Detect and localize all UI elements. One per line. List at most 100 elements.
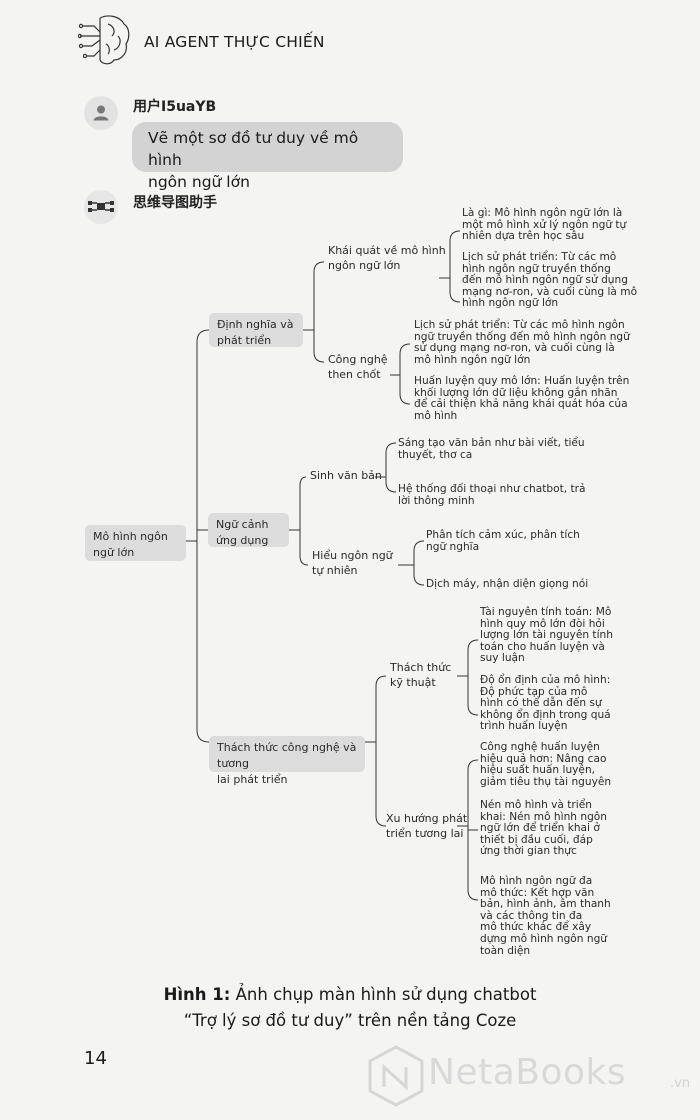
leaf-node[interactable]: Độ ổn định của mô hình: Độ phức tạp của … bbox=[480, 674, 611, 733]
leaf-text-line: Lịch sử phát triển: Từ các mô hình ngôn bbox=[414, 319, 625, 331]
leaf-node[interactable]: Phân tích cảm xúc, phân tích ngữ nghĩa bbox=[426, 529, 580, 553]
user-avatar[interactable] bbox=[84, 96, 118, 130]
bot-avatar[interactable] bbox=[84, 190, 118, 224]
leaf-text-line: Nén mô hình và triển bbox=[480, 799, 592, 811]
leaf-text-line: sử dụng mạng nơ-ron, và cuối cùng là bbox=[414, 342, 615, 355]
leaf-text-line: Sáng tạo văn bản như bài viết, tiểu bbox=[398, 437, 585, 449]
leaf-text-line: hình quy mô lớn đòi hỏi bbox=[480, 617, 605, 630]
user-message-line: Vẽ một sơ đồ tư duy về mô hình bbox=[148, 129, 359, 169]
leaf-text-line: mạng nơ-ron, và cuối cùng là mô bbox=[462, 285, 638, 298]
leaf-text-line: và các thông tin đa bbox=[480, 909, 583, 922]
leaf-text-line: đến mô hình ngôn ngữ sử dụng bbox=[462, 274, 628, 287]
user-message-bubble: Vẽ một sơ đồ tư duy về mô hình ngôn ngữ … bbox=[132, 122, 403, 191]
mindmap-root-node[interactable]: Mô hình ngôn ngữ lớn bbox=[85, 525, 186, 561]
subtopic-text-generation[interactable]: Sinh văn bản bbox=[310, 468, 382, 483]
leaf-text-line: ngữ lớn để triển khai ở bbox=[480, 822, 600, 835]
leaf-text-line: ngữ nghĩa bbox=[426, 540, 480, 553]
subtopic-label-line: Khái quát về mô hình bbox=[328, 244, 446, 257]
leaf-text-line: Công nghệ huấn luyện bbox=[480, 741, 600, 753]
root-label-line: Mô hình ngôn bbox=[93, 530, 168, 543]
leaf-text-line: ứng thời gian thực bbox=[480, 845, 577, 858]
branch-label-line: Ngữ cảnh bbox=[216, 518, 269, 531]
leaf-node[interactable]: Huấn luyện quy mô lớn: Huấn luyện trên k… bbox=[414, 375, 630, 422]
leaf-text-line: giảm tiêu thụ tài nguyên bbox=[480, 775, 612, 788]
leaf-text-line: mô thức: Kết hợp văn bbox=[480, 886, 595, 899]
page-header-title: AI AGENT THỰC CHIẾN bbox=[144, 33, 325, 51]
leaf-text-line: hình ngôn ngữ lớn bbox=[462, 297, 559, 310]
netabooks-logo-icon bbox=[368, 1045, 424, 1107]
branch-application-node[interactable]: Ngữ cảnh ứng dụng bbox=[208, 513, 289, 547]
leaf-node[interactable]: Công nghệ huấn luyện hiệu quả hơn: Nâng … bbox=[480, 741, 612, 788]
bot-name: 思维导图助手 bbox=[133, 195, 217, 211]
leaf-text-line: khối lượng lớn dữ liệu không gắn nhãn bbox=[414, 386, 618, 399]
subtopic-label-line: triển tương lai bbox=[386, 827, 464, 840]
leaf-text-line: Phân tích cảm xúc, phân tích bbox=[426, 529, 580, 541]
watermark-suffix: .vn bbox=[670, 1076, 691, 1091]
leaf-node[interactable]: Lịch sử phát triển: Từ các mô hình ngôn … bbox=[462, 251, 638, 310]
leaf-text-line: hình ngôn ngữ truyền thống bbox=[462, 262, 611, 275]
leaf-node[interactable]: Nén mô hình và triển khai: Nén mô hình n… bbox=[480, 799, 608, 858]
leaf-node[interactable]: Dịch máy, nhận diện giọng nói bbox=[426, 578, 589, 591]
subtopic-label-line: ngôn ngữ lớn bbox=[328, 259, 401, 272]
subtopic-label-line: tự nhiên bbox=[312, 564, 358, 577]
leaf-node[interactable]: Hệ thống đối thoại như chatbot, trả lời … bbox=[398, 483, 586, 507]
caption-line-1: Hình 1: Ảnh chụp màn hình sử dụng chatbo… bbox=[0, 982, 700, 1008]
subtopic-future-trends[interactable]: Xu hướng phát triển tương lai bbox=[386, 811, 467, 841]
leaf-text-line: suy luận bbox=[480, 652, 525, 665]
subtopic-key-technology[interactable]: Công nghệ then chốt bbox=[328, 352, 388, 382]
leaf-text-line: Là gì: Mô hình ngôn ngữ lớn là bbox=[462, 207, 623, 219]
leaf-text-line: toán cho huấn luyện và bbox=[480, 640, 605, 653]
leaf-text-line: mô hình ngôn ngữ lớn bbox=[414, 353, 531, 366]
branch-label-line: Thách thức công nghệ và tương bbox=[217, 741, 357, 770]
leaf-text-line: Tài nguyên tính toán: Mô bbox=[480, 606, 612, 618]
leaf-text-line: Độ phức tạp của mô bbox=[480, 685, 588, 698]
leaf-node[interactable]: Lịch sử phát triển: Từ các mô hình ngôn … bbox=[414, 319, 630, 366]
leaf-node[interactable]: Là gì: Mô hình ngôn ngữ lớn là một mô hì… bbox=[462, 207, 627, 243]
leaf-text-line: mô hình bbox=[414, 409, 458, 422]
leaf-text-line: Hệ thống đối thoại như chatbot, trả bbox=[398, 483, 586, 495]
branch-label-line: lai phát triển bbox=[217, 773, 288, 786]
leaf-text-line: ngữ truyền thống đến mô hình ngôn ngữ bbox=[414, 330, 630, 343]
branch-label-line: ứng dụng bbox=[216, 534, 269, 547]
subtopic-label-line: kỹ thuật bbox=[390, 676, 436, 689]
leaf-text-line: Huấn luyện quy mô lớn: Huấn luyện trên bbox=[414, 375, 630, 387]
watermark-text: NetaBooks bbox=[428, 1052, 627, 1093]
leaf-text-line: dựng mô hình ngôn ngữ bbox=[480, 932, 608, 945]
leaf-text-line: Mô hình ngôn ngữ đa bbox=[480, 875, 593, 887]
robot-icon bbox=[88, 201, 114, 212]
leaf-text-line: toàn diện bbox=[480, 944, 531, 957]
caption-label: Hình 1: bbox=[163, 985, 231, 1004]
leaf-text-line: thiết bị đầu cuối, đáp bbox=[480, 833, 593, 846]
leaf-text-line: không ổn định trong quá bbox=[480, 708, 611, 721]
brain-circuit-icon bbox=[78, 15, 130, 65]
subtopic-label-line: then chốt bbox=[328, 368, 381, 381]
leaf-node[interactable]: Mô hình ngôn ngữ đa mô thức: Kết hợp văn… bbox=[480, 875, 611, 957]
subtopic-technical-challenges[interactable]: Thách thức kỹ thuật bbox=[390, 660, 451, 690]
leaf-text-line: trình huấn luyện bbox=[480, 720, 568, 733]
leaf-text-line: Lịch sử phát triển: Từ các mô bbox=[462, 251, 617, 263]
mindmap-connectors bbox=[186, 230, 479, 901]
caption-text: Ảnh chụp màn hình sử dụng chatbot bbox=[230, 985, 537, 1004]
leaf-text-line: nhiên dựa trên học sâu bbox=[462, 230, 585, 243]
subtopic-overview[interactable]: Khái quát về mô hình ngôn ngữ lớn bbox=[328, 243, 446, 273]
subtopic-label-line: Xu hướng phát bbox=[386, 812, 468, 825]
leaf-node[interactable]: Sáng tạo văn bản như bài viết, tiểu thuy… bbox=[398, 437, 585, 461]
branch-challenges-node[interactable]: Thách thức công nghệ và tương lai phát t… bbox=[209, 736, 365, 786]
leaf-text-line: Dịch máy, nhận diện giọng nói bbox=[426, 578, 589, 590]
subtopic-label-line: Sinh văn bản bbox=[310, 469, 382, 482]
branch-definition-node[interactable]: Định nghĩa và phát triển bbox=[209, 313, 303, 347]
leaf-text-line: hiệu quả hơn: Nâng cao bbox=[480, 752, 607, 765]
person-icon bbox=[93, 105, 109, 121]
user-message-line: ngôn ngữ lớn bbox=[148, 173, 250, 191]
user-name: 用户I5uaYB bbox=[133, 99, 217, 115]
subtopic-label-line: Hiểu ngôn ngữ bbox=[312, 549, 393, 562]
leaf-text-line: khai: Nén mô hình ngôn bbox=[480, 810, 608, 823]
leaf-text-line: để cải thiện khả năng khái quát hóa của bbox=[414, 398, 628, 411]
root-label-line: ngữ lớn bbox=[93, 546, 135, 559]
leaf-text-line: thuyết, thơ ca bbox=[398, 448, 473, 461]
figure-caption: Hình 1: Ảnh chụp màn hình sử dụng chatbo… bbox=[0, 982, 700, 1034]
leaf-node[interactable]: Tài nguyên tính toán: Mô hình quy mô lớn… bbox=[480, 606, 613, 665]
subtopic-nlu[interactable]: Hiểu ngôn ngữ tự nhiên bbox=[312, 548, 393, 578]
leaf-text-line: một mô hình xử lý ngôn ngữ tự bbox=[462, 218, 627, 231]
subtopic-label-line: Thách thức bbox=[390, 661, 452, 674]
